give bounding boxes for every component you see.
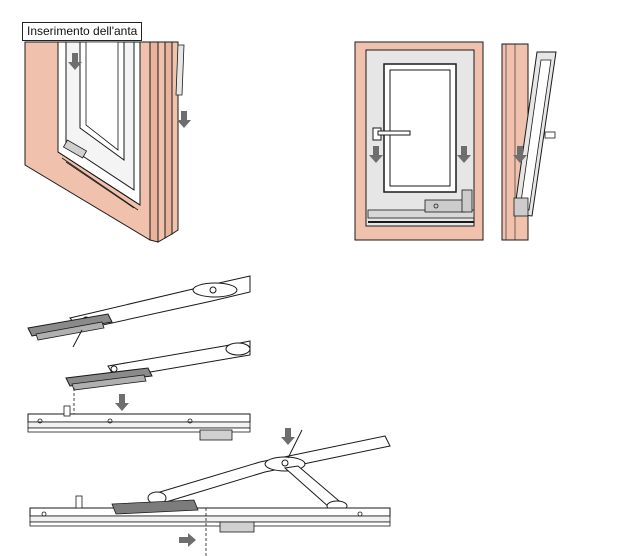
window-side-section (501, 43, 557, 241)
window-front-view (354, 41, 484, 241)
down-arrow-icon (177, 111, 191, 128)
frame-corner-perspective (24, 41, 191, 243)
down-arrow-icon (281, 428, 295, 445)
down-arrow-icon (115, 394, 129, 411)
hinge-arm-step-1 (27, 275, 251, 348)
hinge-rail-step-3 (27, 388, 251, 441)
hinge-assembled-step-4 (29, 428, 391, 556)
hinge-arm-step-2 (65, 340, 251, 411)
right-arrow-icon (179, 533, 196, 547)
section-title: Inserimento dell'anta (22, 22, 143, 41)
